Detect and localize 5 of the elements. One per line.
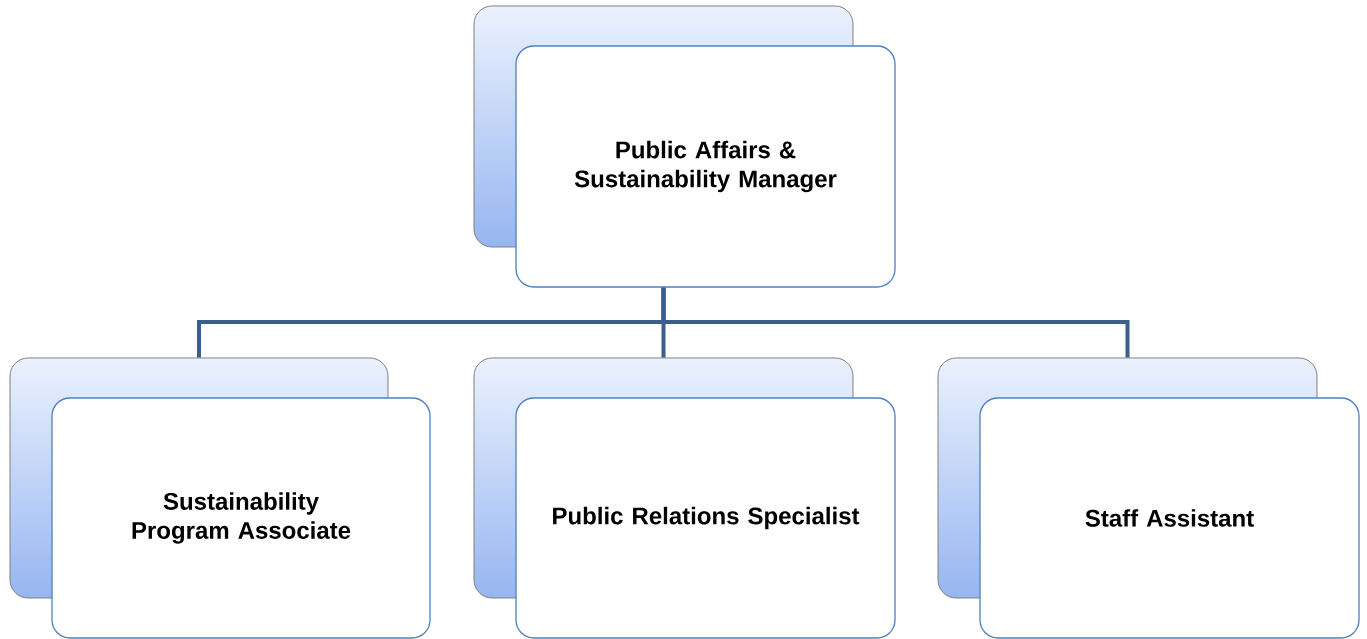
connector-line <box>661 287 1130 358</box>
position-box: Staff Assistant <box>937 357 1360 639</box>
position-box: Public Relations Specialist <box>473 357 896 639</box>
position-box: Public Affairs & Sustainability Manager <box>473 5 896 288</box>
position-box: Sustainability Program Associate <box>9 357 431 639</box>
